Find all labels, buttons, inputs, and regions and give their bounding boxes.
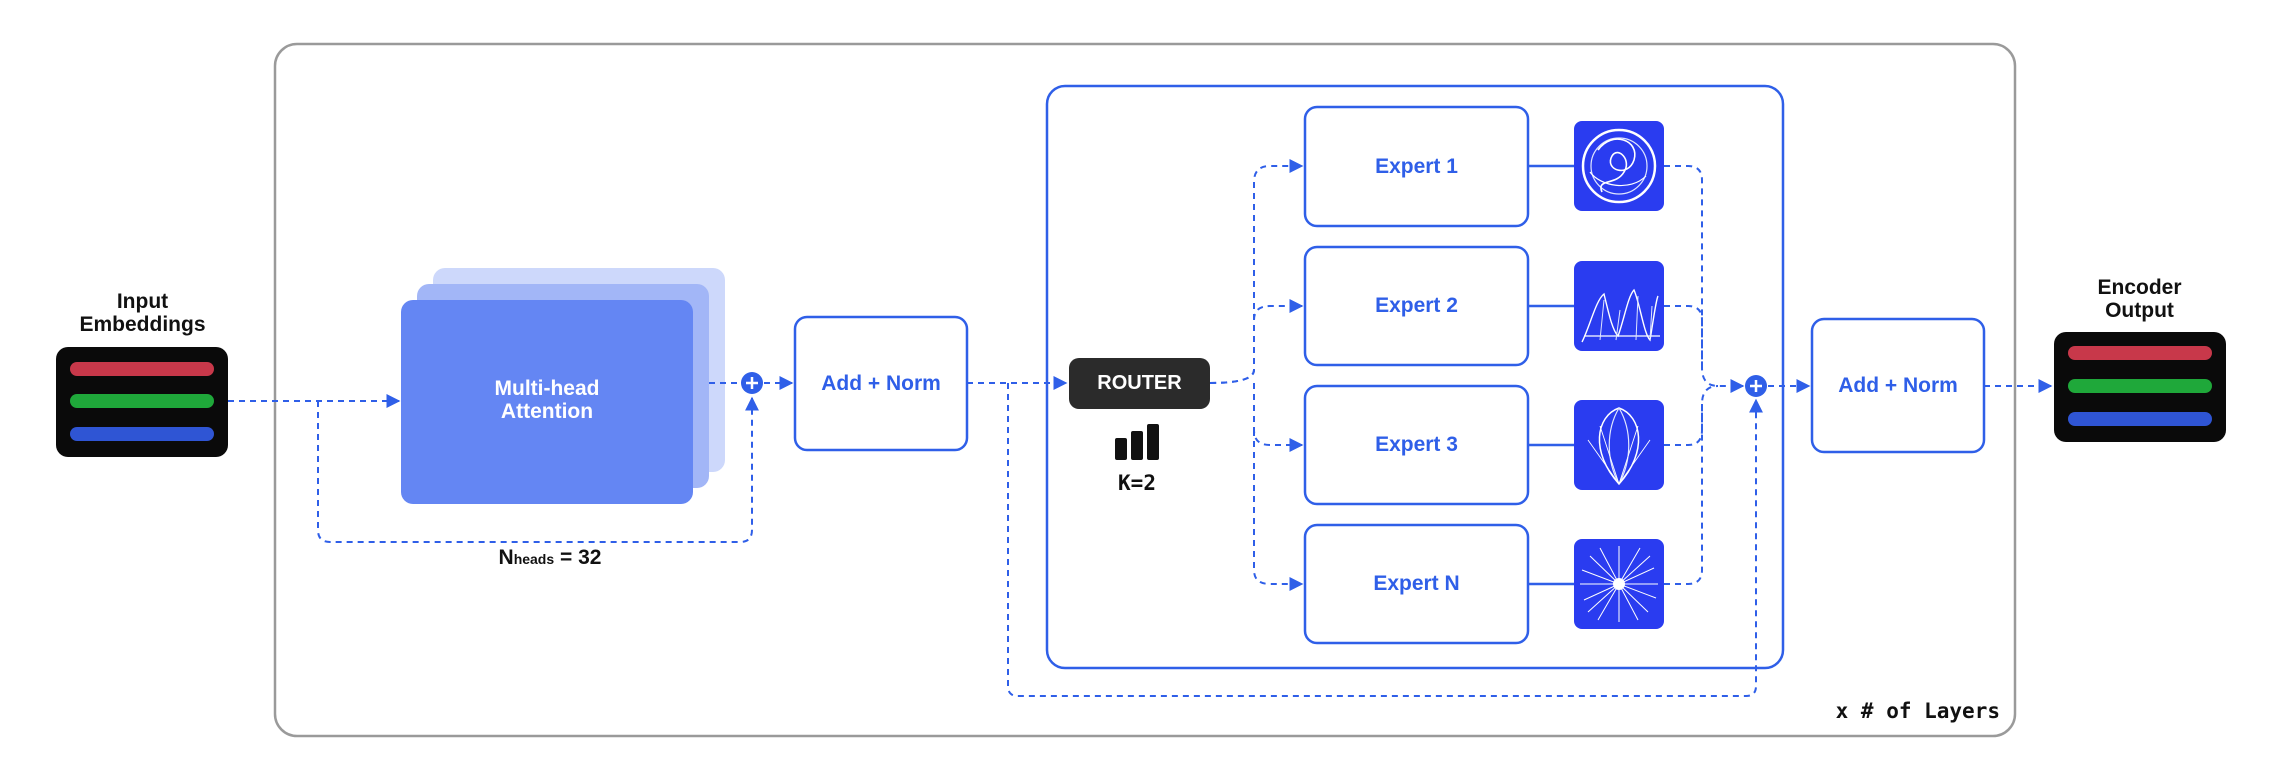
encoder-output-card (2054, 332, 2226, 442)
expert-2-visual-icon (1574, 261, 1664, 351)
flow-residual-moe (1007, 383, 1763, 697)
token-bar-blue (70, 427, 214, 441)
router-k-label: K=2 (1118, 471, 1156, 495)
multi-head-attention-stack (401, 268, 725, 504)
moe-block-frame (1045, 84, 1785, 670)
heads-subscript: heads (513, 551, 555, 567)
expert-label-2: Expert 2 (1375, 294, 1458, 317)
attention-label-line1: Multi-head (494, 377, 600, 400)
token-bar-blue (2068, 412, 2212, 426)
router-label: ROUTER (1097, 372, 1182, 394)
expert-label-1: Expert 1 (1375, 154, 1458, 178)
expert-label-3: Expert 3 (1375, 433, 1458, 456)
output-title-line2: Output (2105, 299, 2174, 323)
heads-value: = 32 (560, 546, 602, 569)
encoder-output-title: Encoder Output (2037, 276, 2242, 322)
sum-node-1 (741, 372, 763, 394)
input-title-line1: Input (116, 290, 169, 313)
add-norm-label-1: Add + Norm (821, 371, 941, 395)
input-title-line2: Embeddings (79, 313, 206, 337)
layer-frame (273, 42, 2017, 738)
token-bar-green (70, 394, 214, 408)
heads-count-label: Nheads = 32 (440, 546, 660, 569)
multi-head-attention-label: Multi-head Attention (401, 377, 693, 423)
flow-residual-attention (317, 396, 759, 543)
input-embeddings-title: Input Embeddings (40, 290, 245, 336)
output-title-line1: Encoder (2097, 276, 2182, 299)
expert-1-visual-icon (1574, 121, 1664, 211)
expert-n-visual-icon (1574, 539, 1664, 629)
sum-node-2 (1745, 375, 1767, 397)
token-bar-red (70, 362, 214, 376)
expert-3-visual-icon (1574, 400, 1664, 490)
layers-multiplier-label: x # of Layers (1835, 699, 2000, 723)
input-embeddings-card (56, 347, 228, 457)
expert-label-n: Expert N (1373, 572, 1460, 595)
attention-label-line2: Attention (500, 400, 594, 424)
bar-chart-icon (1115, 424, 1159, 460)
heads-symbol: N (498, 546, 514, 569)
token-bar-green (2068, 379, 2212, 393)
token-bar-red (2068, 346, 2212, 360)
router-box (1069, 358, 1210, 409)
add-norm-label-2: Add + Norm (1838, 373, 1958, 397)
